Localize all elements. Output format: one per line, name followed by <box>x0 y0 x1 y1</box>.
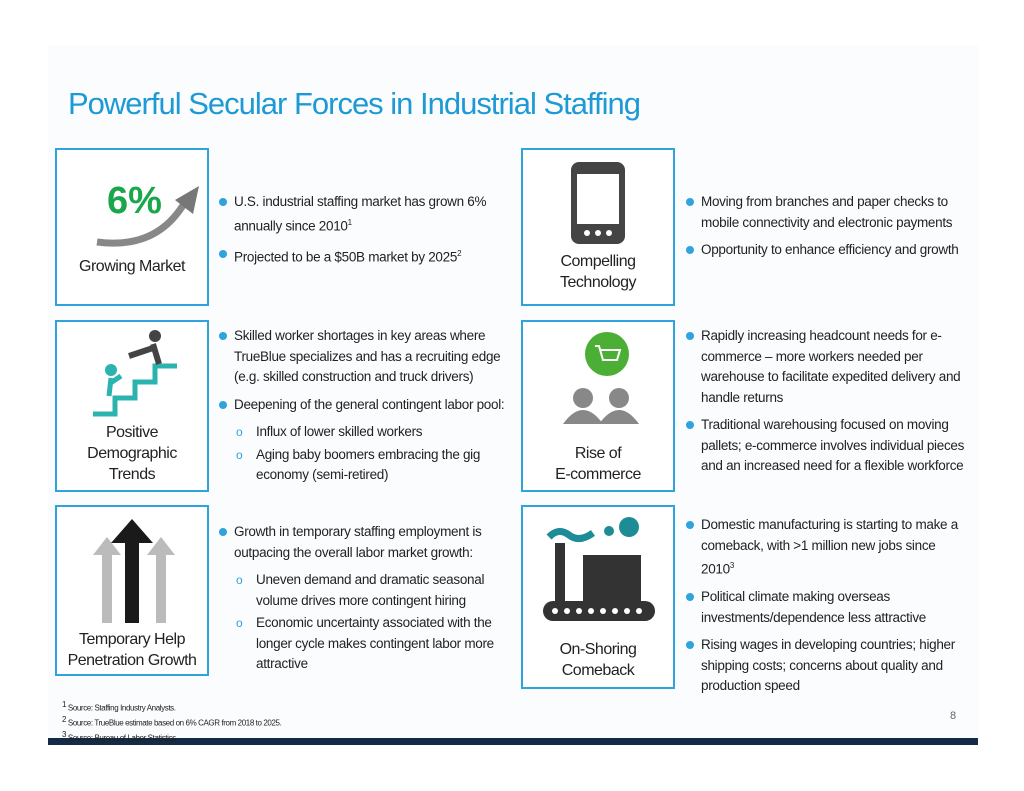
footnote-number: 1 <box>62 700 67 709</box>
box-label-line: E-commerce <box>555 466 641 483</box>
bullet-text: Moving from branches and paper checks to… <box>701 194 953 230</box>
bullet-text: Opportunity to enhance efficiency and gr… <box>701 242 959 257</box>
bullet-text: Skilled worker shortages in key areas wh… <box>234 328 501 384</box>
box-label-line: Comeback <box>561 662 635 679</box>
page-title: Powerful Secular Forces in Industrial St… <box>68 86 641 121</box>
sub-bullet-item: Economic uncertainty associated with the… <box>218 613 508 675</box>
bullets-ecommerce: Rapidly increasing headcount needs for e… <box>685 326 970 484</box>
box-label-line: Compelling <box>560 253 636 270</box>
bullet-item: Opportunity to enhance efficiency and gr… <box>685 240 965 261</box>
bullet-item: Deepening of the general contingent labo… <box>218 395 508 416</box>
footnote-ref: 1 <box>347 217 352 227</box>
bullet-item: Political climate making overseas invest… <box>685 587 970 628</box>
box-label-line: Temporary Help <box>79 631 185 648</box>
footnote-ref: 3 <box>729 561 734 570</box>
footnote-text: Source: Bureau of Labor Statistics. <box>67 733 178 743</box>
box-label: Growing Market <box>57 256 207 277</box>
bullet-item: Skilled worker shortages in key areas wh… <box>218 326 508 388</box>
bullet-item: Moving from branches and paper checks to… <box>685 192 965 233</box>
growing-market-box: 6% Growing Market <box>55 148 209 306</box>
footnote: 2 Source: TrueBlue estimate based on 6% … <box>62 714 282 729</box>
bullet-text: Growth in temporary staffing employment … <box>234 524 482 560</box>
footnote-number: 2 <box>62 715 67 725</box>
box-label-line: Rise of <box>574 445 622 462</box>
bullet-text: Rising wages in developing countries; hi… <box>701 637 955 693</box>
bullet-text: Deepening of the general contingent labo… <box>234 396 505 412</box>
box-label-line: Positive <box>105 424 159 441</box>
footnote-text: Source: TrueBlue estimate based on 6% CA… <box>67 718 282 728</box>
bullets-onshoring: Domestic manufacturing is starting to ma… <box>685 515 970 704</box>
page-number: 8 <box>950 710 957 722</box>
bullets-positive-demographic: Skilled worker shortages in key areas wh… <box>218 326 508 488</box>
sub-bullet-item: Uneven demand and dramatic seasonal volu… <box>218 570 508 611</box>
bullet-text: Rapidly increasing headcount needs for e… <box>701 328 961 405</box>
footnote-text: Source: Staffing Industry Analysts. <box>67 703 176 713</box>
stat-value: 6% <box>107 180 162 222</box>
bullet-item: U.S. industrial staffing market has grow… <box>218 192 508 237</box>
box-label-line: Growing Market <box>79 258 185 275</box>
factory-icon <box>543 517 655 621</box>
footnote-ref: 2 <box>457 248 462 258</box>
sub-bullet-item: Aging baby boomers embracing the gig eco… <box>218 445 508 486</box>
bullet-text: Domestic manufacturing is starting to ma… <box>701 517 958 577</box>
footnote: 3 Source: Bureau of Labor Statistics. <box>62 729 281 744</box>
growth-arrow-icon <box>96 186 199 247</box>
footnotes: 1 Source: Staffing Industry Analysts.2 S… <box>62 699 282 744</box>
box-label-line: On-Shoring <box>559 641 637 658</box>
footer-bar <box>48 738 978 745</box>
box-label-line: Trends <box>108 466 156 483</box>
bullet-item: Rapidly increasing headcount needs for e… <box>685 326 970 408</box>
box-label-line: Demographic <box>87 445 177 462</box>
box-label-line: Technology <box>560 274 636 291</box>
bullet-text: U.S. industrial staffing market has grow… <box>234 194 487 233</box>
bullet-item: Growth in temporary staffing employment … <box>218 522 508 563</box>
bullet-text: Political climate making overseas invest… <box>701 589 926 625</box>
bullet-item: Traditional warehousing focused on movin… <box>685 415 970 477</box>
bullet-item: Rising wages in developing countries; hi… <box>685 635 970 697</box>
bullet-item: Projected to be a $50B market by 20252 <box>218 244 508 268</box>
bullets-compelling-technology: Moving from branches and paper checks to… <box>685 192 965 268</box>
bullets-growing-market: U.S. industrial staffing market has grow… <box>218 192 508 275</box>
shopping-cart-people-icon <box>563 332 639 424</box>
footnote-number: 3 <box>62 730 67 740</box>
box-label-line: Penetration Growth <box>67 652 197 669</box>
bullet-item: Domestic manufacturing is starting to ma… <box>685 515 970 580</box>
bullets-temporary-help: Growth in temporary staffing employment … <box>218 522 508 677</box>
stairs-people-icon <box>93 330 177 417</box>
bullet-text: Traditional warehousing focused on movin… <box>701 417 965 473</box>
mobile-phone-icon <box>571 162 625 244</box>
footnote: 1 Source: Staffing Industry Analysts. <box>62 699 281 714</box>
bullet-text: Projected to be a $50B market by 2025 <box>234 249 458 264</box>
sub-bullet-item: Influx of lower skilled workers <box>218 422 508 443</box>
box-label: Rise of E-commerce <box>523 443 673 485</box>
ecommerce-box: Rise of E-commerce <box>521 320 675 492</box>
up-arrows-icon <box>93 519 175 623</box>
